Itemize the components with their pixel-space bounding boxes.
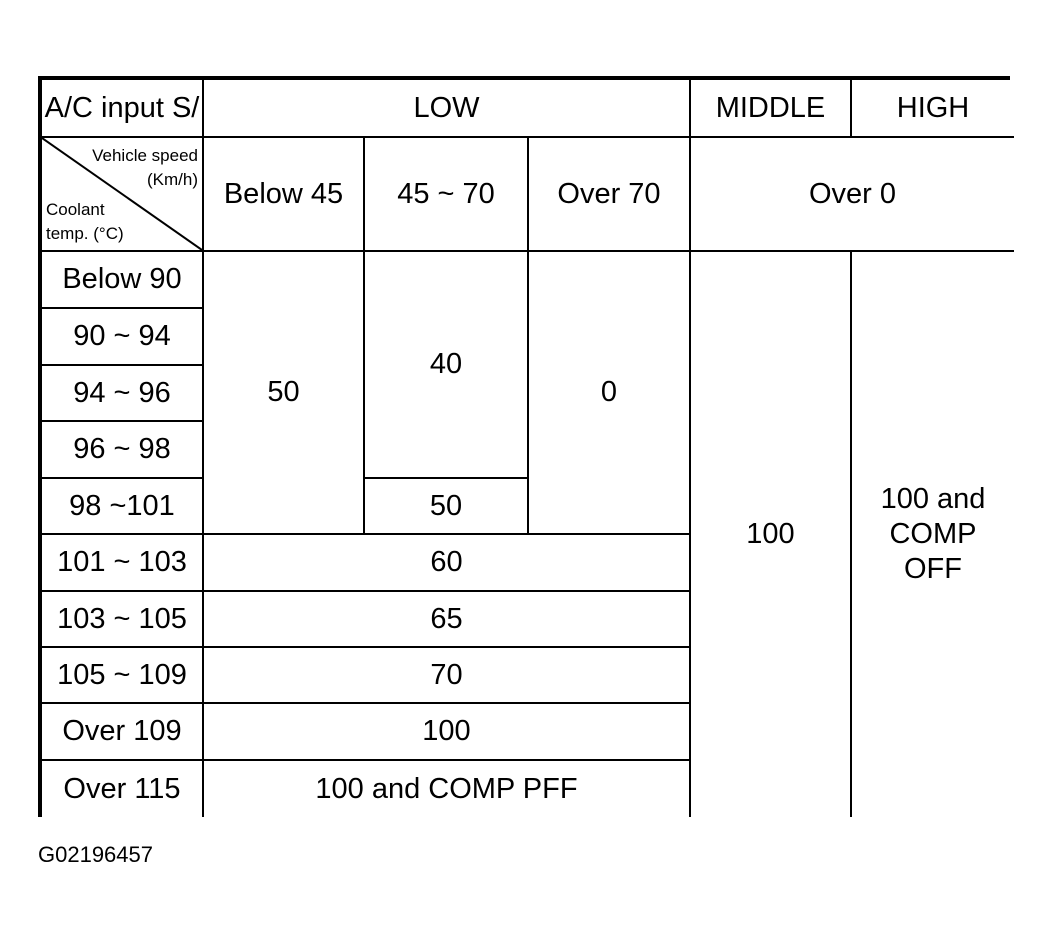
vehicle-speed-label: Vehicle speed (Km/h) [92, 144, 198, 192]
high-value: 100 and COMP OFF [852, 252, 1014, 817]
coolant-temp-label: Coolant temp. (°C) [46, 198, 124, 246]
high-value-line: COMP [889, 518, 977, 551]
high-value-line: OFF [903, 552, 962, 585]
low-over70-value: 0 [529, 252, 691, 535]
speed-below-45: Below 45 [204, 138, 365, 252]
speed-over-70: Over 70 [529, 138, 691, 252]
low-over115-value: 100 and COMP PFF [204, 761, 691, 817]
temp-row-label: Below 90 [42, 252, 204, 309]
header-middle: MIDDLE [691, 80, 852, 138]
low-105-109-value: 70 [204, 648, 691, 704]
low-over109-value: 100 [204, 704, 691, 761]
coolant-text: Coolant [46, 200, 105, 220]
diagonal-divider [42, 138, 202, 250]
temp-row-label: 90 ~ 94 [42, 309, 204, 366]
high-value-text: 100 and COMP OFF [881, 482, 986, 586]
header-high: HIGH [852, 80, 1014, 138]
header-low: LOW [204, 80, 691, 138]
temp-row-label: Over 109 [42, 704, 204, 761]
low-101-103-value: 60 [204, 535, 691, 592]
speed-over-0: Over 0 [691, 138, 1014, 252]
high-value-line: 100 and [880, 483, 986, 516]
figure-id-caption: G02196457 [38, 842, 153, 867]
temp-row-label: 94 ~ 96 [42, 366, 204, 422]
middle-value: 100 [691, 252, 852, 817]
speed-45-70: 45 ~ 70 [365, 138, 529, 252]
temp-row-label: Over 115 [42, 761, 204, 817]
vehicle-speed-text: Vehicle speed [92, 146, 198, 165]
vehicle-speed-unit: (Km/h) [147, 169, 198, 189]
low-103-105-value: 65 [204, 592, 691, 648]
coolant-temp-unit: temp. (°C) [46, 224, 124, 244]
corner-header-cell: Vehicle speed (Km/h) Coolant temp. (°C) [42, 138, 204, 252]
low-45-70-98-101-value: 50 [365, 479, 529, 535]
header-ac-input: A/C input S/ [42, 80, 204, 138]
temp-row-label: 98 ~101 [42, 479, 204, 535]
temp-row-label: 105 ~ 109 [42, 648, 204, 704]
temp-row-label: 103 ~ 105 [42, 592, 204, 648]
low-below45-value: 50 [204, 252, 365, 535]
temp-row-label: 96 ~ 98 [42, 422, 204, 479]
ac-fan-speed-table: A/C input S/ LOW MIDDLE HIGH Vehicle spe… [38, 76, 1014, 817]
low-45-70-value: 40 [365, 252, 529, 479]
temp-row-label: 101 ~ 103 [42, 535, 204, 592]
